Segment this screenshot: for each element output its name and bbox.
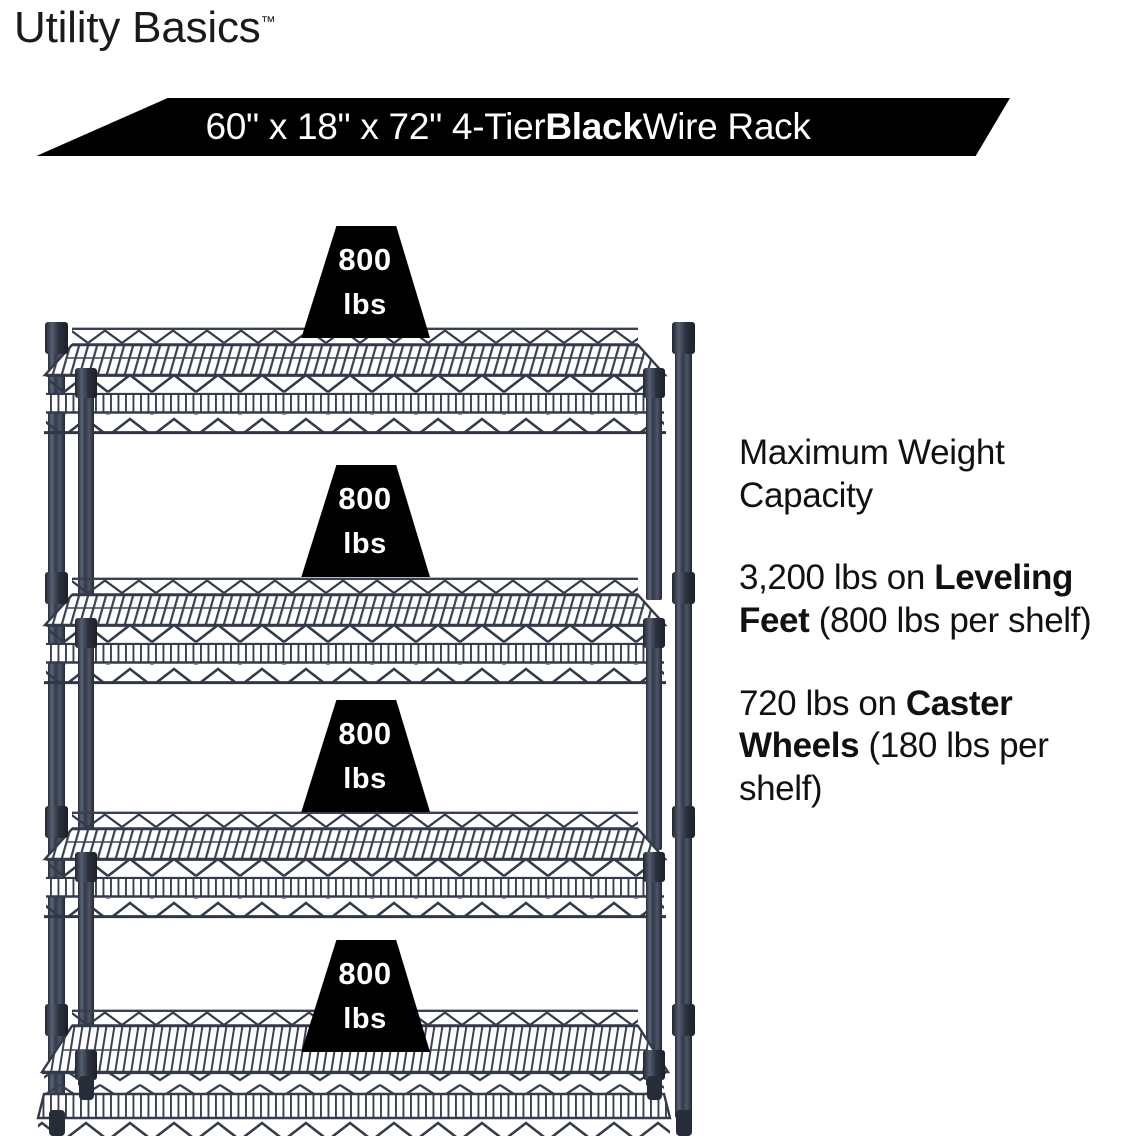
banner-text: 60" x 18" x 72" 4-Tier Black Wire Rack [0, 98, 1010, 156]
spec-caster-bold: Caster Wheels [739, 683, 1013, 766]
badge-unit: lbs [343, 289, 387, 321]
banner-text-bold: Black [545, 106, 643, 147]
brand-title: Utility Basics™ [14, 6, 276, 50]
specs-heading: Maximum Weight Capacity [739, 433, 1005, 515]
spec-leveling-feet: 3,200 lbs on Leveling Feet (800 lbs per … [739, 557, 1131, 642]
badge-trapezoid: 800 lbs [301, 700, 430, 812]
leveling-feet [49, 1076, 692, 1136]
weight-badge-tier-1: 800 lbs [300, 226, 430, 338]
spec-leveling-tail: (800 lbs per shelf) [809, 601, 1092, 641]
banner-text-suffix: Wire Rack [642, 106, 811, 147]
spec-caster-tail: (180 lbs per shelf) [739, 726, 1049, 809]
badge-trapezoid: 800 lbs [301, 465, 430, 577]
spec-caster-lead: 720 lbs on [739, 683, 906, 723]
rack-svg [34, 322, 695, 1136]
spec-leveling-bold: Leveling Feet [739, 558, 1074, 641]
spec-caster-wheels: 720 lbs on Caster Wheels (180 lbs per sh… [739, 683, 1131, 811]
spec-leveling-lead: 3,200 lbs on [739, 558, 935, 598]
front-posts-seg-2 [75, 618, 665, 850]
badge-trapezoid: 800 lbs [301, 940, 430, 1052]
badge-trapezoid: 800 lbs [301, 226, 430, 338]
trademark-symbol: ™ [260, 13, 276, 31]
foot-front-right [647, 1076, 662, 1100]
badge-value: 800 [338, 716, 392, 751]
post-rear-right [675, 328, 692, 1118]
badge-value: 800 [338, 481, 392, 516]
product-title-banner: 60" x 18" x 72" 4-Tier Black Wire Rack [0, 98, 1010, 156]
badge-unit: lbs [343, 763, 387, 795]
front-posts-seg-1 [75, 368, 665, 600]
post-rear-left [48, 328, 65, 1118]
rear-posts [48, 328, 692, 1118]
badge-unit: lbs [343, 528, 387, 560]
brand-name: Utility Basics [14, 3, 261, 52]
banner-background [36, 98, 1010, 156]
wire-rack-illustration [20, 210, 730, 1136]
badge-value: 800 [338, 956, 392, 991]
badge-unit: lbs [343, 1003, 387, 1035]
shelf-tier-1 [42, 326, 668, 436]
specs-panel: Maximum Weight Capacity 3,200 lbs on Lev… [739, 432, 1131, 811]
foot-rear-right [676, 1110, 692, 1136]
weight-badge-tier-4: 800 lbs [300, 940, 430, 1052]
foot-rear-left [49, 1110, 65, 1136]
banner-text-prefix: 60" x 18" x 72" 4-Tier [205, 106, 546, 147]
shelf-tier-3 [42, 810, 668, 920]
weight-badge-tier-2: 800 lbs [300, 465, 430, 577]
badge-value: 800 [338, 242, 392, 277]
weight-badge-tier-3: 800 lbs [300, 700, 430, 812]
shelf-tier-2 [42, 576, 668, 686]
foot-front-left [79, 1076, 94, 1100]
